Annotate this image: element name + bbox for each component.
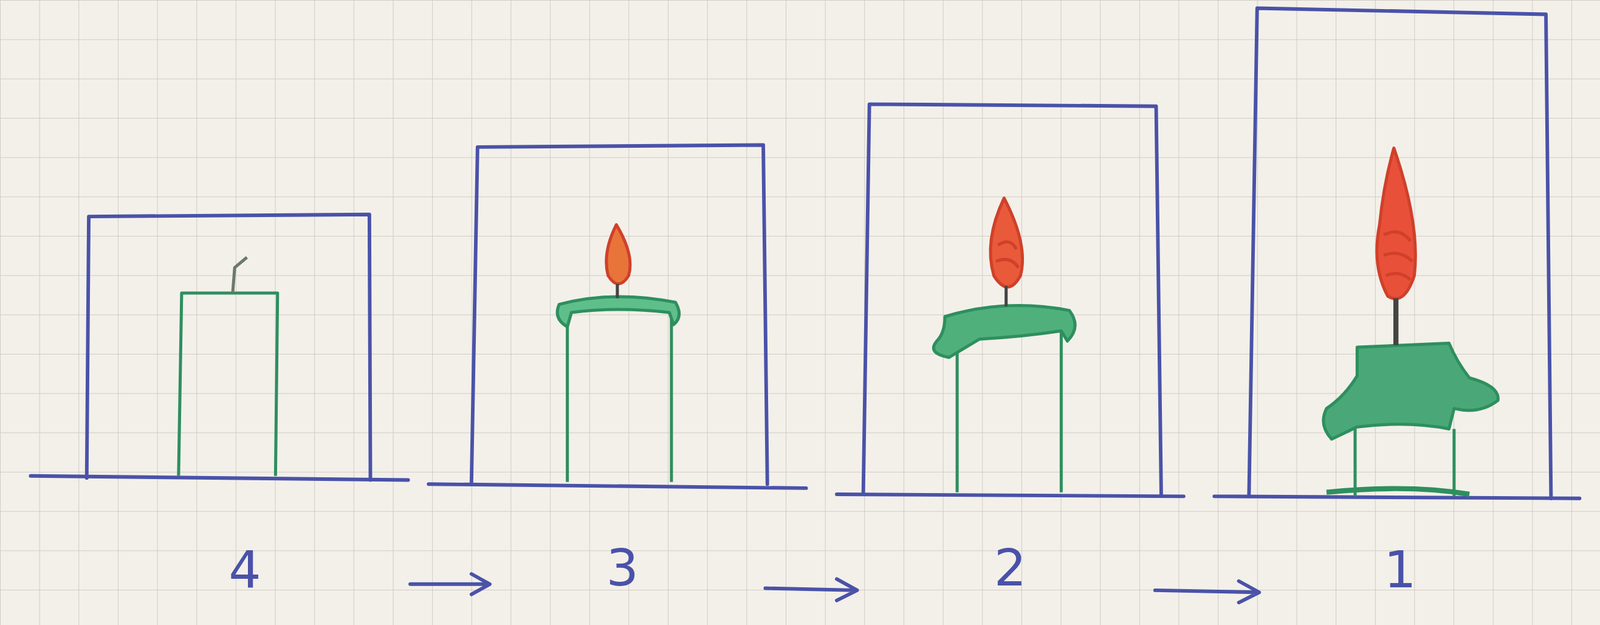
flame bbox=[990, 198, 1023, 287]
wick bbox=[1004, 285, 1008, 307]
wax-drip bbox=[933, 305, 1075, 358]
wax-pool bbox=[1326, 488, 1470, 495]
flame-stroke bbox=[995, 241, 1019, 268]
jar bbox=[471, 145, 768, 485]
flame-stroke bbox=[1383, 231, 1413, 280]
candle bbox=[957, 328, 1061, 493]
candle bbox=[567, 316, 672, 482]
flame bbox=[606, 224, 631, 284]
stage-number: 3 bbox=[606, 542, 639, 594]
arrow bbox=[765, 578, 857, 600]
arrow bbox=[1155, 580, 1260, 603]
arrow bbox=[410, 573, 490, 595]
wick bbox=[1393, 297, 1399, 345]
wax-drip bbox=[557, 296, 679, 327]
jar bbox=[863, 103, 1162, 495]
wick bbox=[615, 283, 619, 299]
stage-number: 2 bbox=[994, 542, 1027, 594]
candle bbox=[178, 292, 278, 476]
stage-number: 1 bbox=[1383, 543, 1416, 595]
stage-number: 4 bbox=[228, 543, 261, 595]
jar bbox=[86, 214, 371, 481]
wick bbox=[232, 257, 248, 293]
jar bbox=[1248, 7, 1551, 498]
wax-drip bbox=[1323, 342, 1498, 439]
ground-line bbox=[836, 494, 1184, 496]
flame bbox=[1376, 148, 1416, 299]
ground-line bbox=[1214, 495, 1580, 498]
ground-line bbox=[428, 483, 806, 488]
